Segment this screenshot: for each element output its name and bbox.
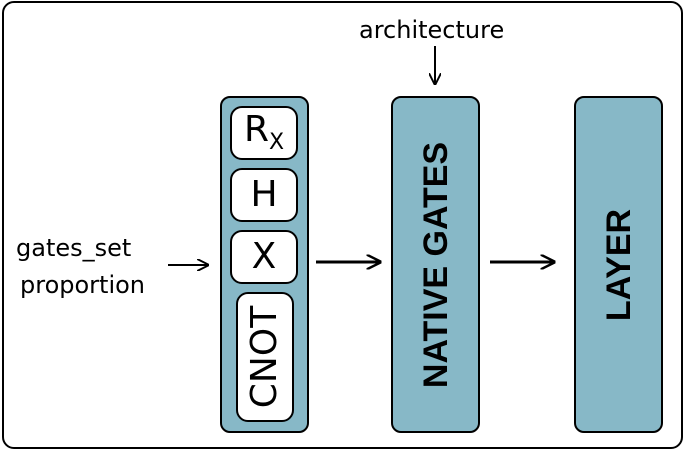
architecture-label: architecture	[359, 16, 505, 44]
h-gate: H	[230, 168, 298, 222]
h-gate-label: H	[250, 174, 278, 215]
rx-gate: RX	[230, 106, 298, 160]
x-gate: X	[230, 230, 298, 284]
gates-set-column: RX H X CNOT	[220, 96, 309, 433]
layer-block: LAYER	[574, 96, 663, 433]
proportion-label: proportion	[20, 271, 146, 299]
cnot-gate: CNOT	[236, 292, 294, 422]
rx-gate-label: R	[243, 109, 269, 150]
rx-gate-subscript: X	[268, 130, 285, 155]
gates-set-label: gates_set	[16, 234, 132, 262]
x-gate-label: X	[251, 236, 277, 277]
native-gates-block: NATIVE GATES	[391, 96, 480, 433]
